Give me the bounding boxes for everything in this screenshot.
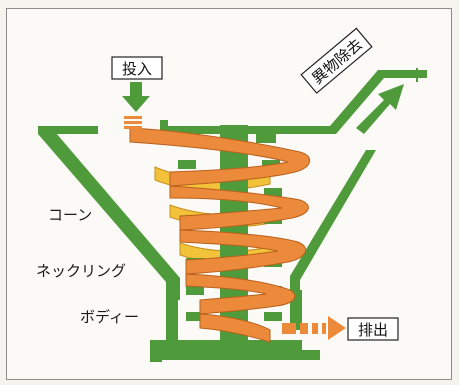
input-label-box: 投入 bbox=[111, 56, 163, 80]
left-body-wall bbox=[166, 290, 178, 350]
right-top-wall bbox=[160, 70, 427, 134]
spiral-front-3 bbox=[179, 229, 307, 275]
foreign-removal-arrow bbox=[356, 84, 404, 134]
paddle bbox=[186, 286, 204, 295]
spiral-front bbox=[129, 127, 310, 343]
input-label: 投入 bbox=[122, 60, 152, 78]
spiral-front-4 bbox=[185, 273, 296, 315]
discharge-label-box: 排出 bbox=[347, 317, 399, 341]
paddle bbox=[264, 312, 282, 321]
cone-label: コーン bbox=[48, 206, 92, 224]
outlet-tick bbox=[416, 68, 418, 82]
discharge-label: 排出 bbox=[358, 321, 388, 339]
input-spiral-stripes bbox=[124, 116, 142, 129]
paddle bbox=[178, 160, 196, 169]
spiral-front-1 bbox=[129, 127, 310, 187]
spiral-front-5 bbox=[199, 313, 271, 343]
foreign-removal-label-box: 異物除去 bbox=[300, 27, 373, 94]
paddle bbox=[256, 134, 276, 143]
bottom-left-post bbox=[150, 340, 162, 362]
discharge-arrow bbox=[282, 316, 346, 340]
input-arrow bbox=[122, 82, 150, 112]
paddle bbox=[264, 188, 282, 197]
body-label: ボディー bbox=[80, 308, 139, 326]
neck-ring-label: ネックリング bbox=[36, 262, 126, 280]
separator-structure bbox=[38, 70, 427, 362]
left-cone-wall bbox=[38, 126, 180, 300]
right-cone-wall bbox=[290, 150, 376, 300]
paddle bbox=[186, 312, 204, 321]
spiral-front-2 bbox=[169, 185, 309, 231]
